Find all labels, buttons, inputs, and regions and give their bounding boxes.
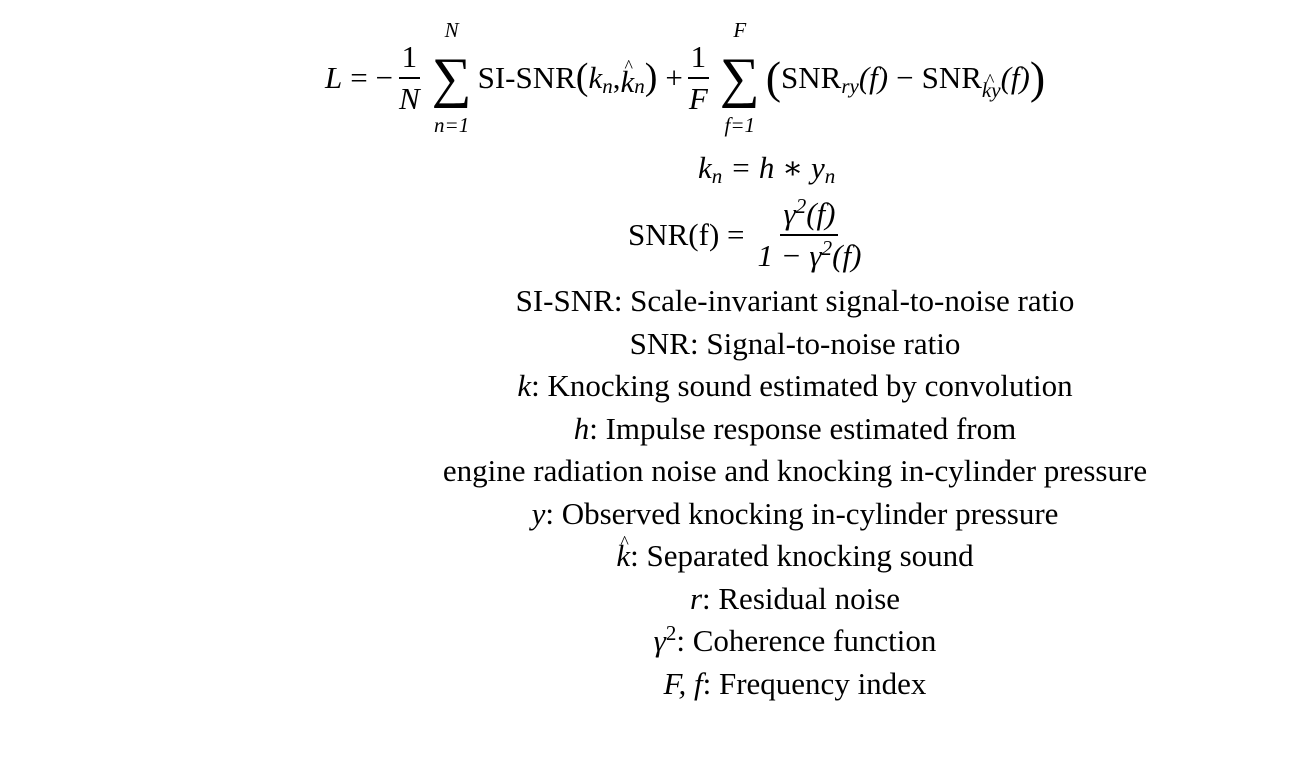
denominator: N xyxy=(398,81,420,116)
sup-2: 2 xyxy=(795,194,807,219)
definition-y: y: Observed knocking in-cylinder pressur… xyxy=(531,495,1059,531)
gamma: γ xyxy=(783,196,796,232)
f-arg: (f) xyxy=(806,196,836,232)
sum-upper-limit: F xyxy=(733,17,747,42)
snr-fraction: γ2(f) 1 − γ2(f) xyxy=(755,194,865,274)
sum-symbol: ∑ xyxy=(431,47,472,109)
sub-n: n xyxy=(824,164,836,189)
plus: + xyxy=(665,60,683,95)
f-arg: (f) xyxy=(858,60,889,95)
definition-frequency: F, f: Frequency index xyxy=(663,665,927,701)
comma: , xyxy=(612,60,621,95)
sum-over-n: N ∑ n=1 xyxy=(432,18,472,138)
sub-ry: ry xyxy=(841,74,859,99)
loss-equation: L = − 1 N N ∑ n=1 SI-SNR ( kn , kn ) + 1… xyxy=(325,12,1045,144)
f-arg: (f) xyxy=(1000,60,1030,95)
definition-r: r: Residual noise xyxy=(689,580,901,616)
sub-n: n xyxy=(634,74,645,99)
numerator: γ2(f) xyxy=(780,194,839,236)
snr-equation: SNR(f) = γ2(f) 1 − γ2(f) xyxy=(628,192,867,278)
equals-minus: = − xyxy=(350,60,393,95)
k-hat-var: k xyxy=(620,57,634,99)
convolution-rhs: = h ∗ y xyxy=(730,150,825,185)
definition-si-snr: SI-SNR: Scale-invariant signal-to-noise … xyxy=(515,283,1075,318)
sub-k-hat: k xyxy=(982,71,995,102)
numerator: 1 xyxy=(398,39,421,79)
k-var: k xyxy=(588,60,603,95)
snr-label: SNR xyxy=(781,60,842,95)
f-arg: (f) xyxy=(832,238,862,273)
definition-k: k: Knocking sound estimated by convoluti… xyxy=(517,368,1073,403)
fraction-1-over-N: 1 N xyxy=(396,39,423,116)
sum-over-f: F ∑ f=1 xyxy=(720,18,760,138)
definition-snr: SNR: Signal-to-noise ratio xyxy=(629,325,961,361)
k-var: k xyxy=(698,150,712,185)
denominator: F xyxy=(688,81,708,116)
denominator: 1 − γ2(f) xyxy=(755,236,865,274)
sum-lower-limit: f=1 xyxy=(724,113,756,137)
big-paren-open: ( xyxy=(765,52,782,104)
definitions-list: SI-SNR: Scale-invariant signal-to-noise … xyxy=(295,280,1295,705)
definition-h-continued: engine radiation noise and knocking in-c… xyxy=(442,453,1148,488)
big-paren-close: ) xyxy=(1029,52,1046,104)
sub-ky: ky xyxy=(982,71,1001,103)
paren-close: ) xyxy=(644,56,658,99)
snr-label: SNR xyxy=(921,60,982,95)
loss-symbol: L xyxy=(325,60,343,95)
fraction-1-over-F: 1 F xyxy=(686,39,711,116)
paren-open: ( xyxy=(575,56,589,99)
sum-lower-limit: n=1 xyxy=(434,113,470,137)
sub-n: n xyxy=(711,164,723,189)
one-minus-gamma: 1 − γ xyxy=(757,238,822,273)
sub-y: y xyxy=(991,77,1001,102)
definition-k-hat: k: Separated knocking sound xyxy=(295,533,1295,578)
sum-symbol: ∑ xyxy=(719,47,760,109)
sum-upper-limit: N xyxy=(444,17,459,42)
numerator: 1 xyxy=(687,39,710,79)
si-snr-label: SI-SNR xyxy=(477,60,576,95)
definition-gamma: γ2: Coherence function xyxy=(653,621,937,658)
sub-n: n xyxy=(602,74,613,99)
snr-lhs: SNR(f) = xyxy=(628,217,745,252)
sup-2: 2 xyxy=(821,236,833,260)
definition-h: h: Impulse response estimated from xyxy=(573,410,1017,446)
minus: − xyxy=(896,60,914,95)
